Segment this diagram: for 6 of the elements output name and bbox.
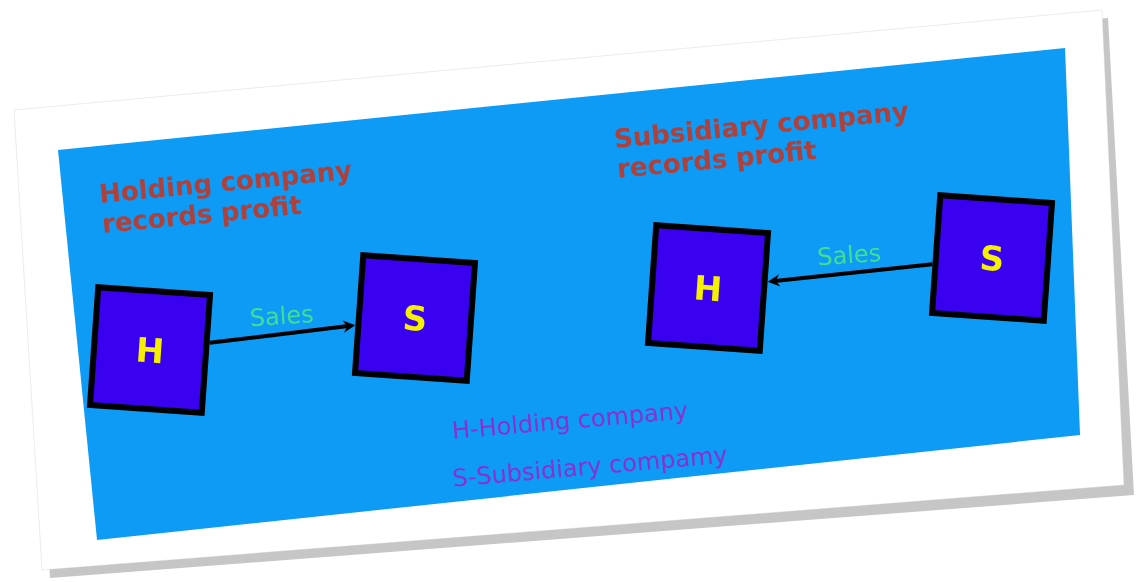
heading: Subsidiary company records profit bbox=[615, 105, 908, 178]
legend-text: H-Holding company bbox=[453, 405, 687, 439]
edge-label: Sales bbox=[818, 244, 881, 266]
edge-label: Sales bbox=[251, 305, 313, 327]
heading: Holding company records profit bbox=[100, 164, 351, 233]
legend-text: S-Subsidiary compamy bbox=[453, 449, 727, 487]
